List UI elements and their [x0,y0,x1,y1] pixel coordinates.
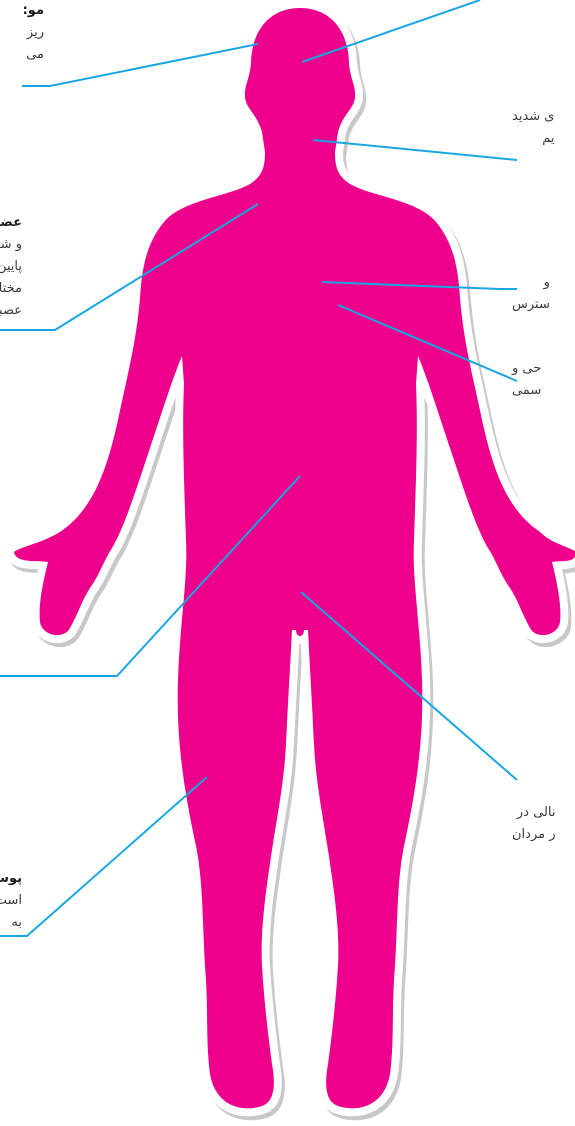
label-muscles-line-3: مختا [0,278,22,300]
label-neck-line-1: ی شدید [512,106,554,128]
label-abdomen: حی و سمی [512,358,541,402]
label-neck-line-2: یم [512,128,554,150]
label-hair-line-2: می [23,44,44,66]
label-abdomen-line-1: حی و [512,358,541,380]
label-hair: مو: ریز می [23,0,44,66]
label-hair-title: مو: [23,0,44,22]
label-muscles-line-2: پایین [0,256,22,278]
label-groin-line-1: نالی در [512,802,556,824]
body-silhouette [14,8,575,1112]
label-skin: پوس است به [0,868,22,934]
label-muscles-line-4: عصبی [0,300,22,322]
label-muscles-line-1: و شا [0,234,22,256]
leader-line-hair [22,44,258,86]
label-skin-line-2: به [0,912,22,934]
leader-line-skin [0,777,207,936]
label-skin-title: پوس [0,868,22,890]
label-muscles: عضلا و شا پایین مختا عصبی [0,212,22,322]
label-abdomen-line-2: سمی [512,380,541,402]
label-hair-line-1: ریز [23,22,44,44]
label-neck: ی شدید یم [512,106,554,150]
label-chest-line-2: سترس [512,294,550,316]
label-skin-line-1: است [0,890,22,912]
label-groin: نالی در ر مردان [512,802,556,846]
label-chest-line-1: و [512,272,550,294]
label-muscles-title: عضلا [0,212,22,234]
label-chest: و سترس [512,272,550,316]
label-groin-line-2: ر مردان [512,824,556,846]
